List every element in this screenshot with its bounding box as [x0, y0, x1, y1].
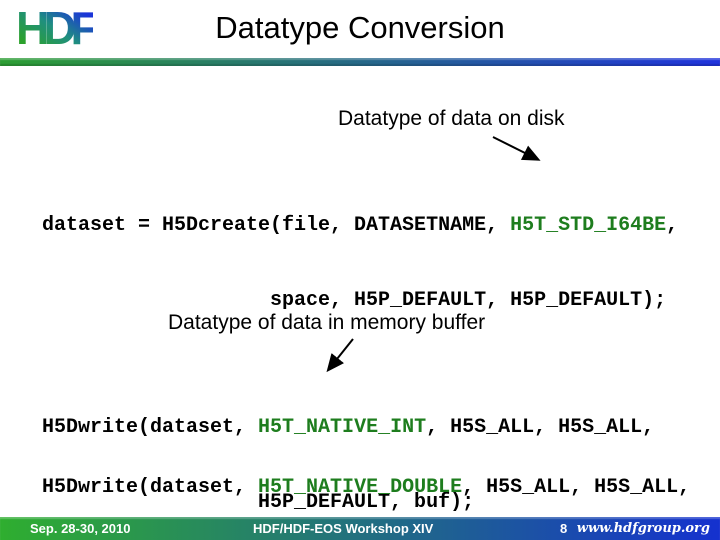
code-line: H5Dwrite(dataset, H5T_NATIVE_DOUBLE, H5S… — [42, 475, 690, 500]
code-keyword-h5t-std-i64be: H5T_STD_I64BE — [510, 214, 667, 237]
hdfgroup-wordmark: www.hdfgroup.org — [576, 521, 710, 536]
footer-page-number: 8 — [560, 521, 568, 536]
code-text: , — [666, 214, 679, 237]
page-title: Datatype Conversion — [215, 10, 505, 45]
code-text: H5Dwrite(dataset, — [42, 476, 259, 499]
code-h5dwrite-int: H5Dwrite(dataset, H5T_NATIVE_INT, H5S_AL… — [42, 365, 654, 540]
hdf-logo: HDF — [16, 2, 99, 54]
code-line: H5P_DEFAULT, buf); — [42, 491, 475, 514]
memory-heading: Datatype of data in memory buffer — [168, 311, 486, 334]
code-text: , H5S_ALL, H5S_ALL, — [462, 476, 691, 499]
code-keyword-h5t-native-double: H5T_NATIVE_DOUBLE — [258, 476, 463, 499]
disk-heading: Datatype of data on disk — [338, 107, 565, 130]
code-text: dataset = H5Dcreate(file, DATASETNAME, — [42, 214, 511, 237]
arrow-to-disk-datatype — [492, 136, 541, 161]
footer-bar: Sep. 28-30, 2010 HDF/HDF-EOS Workshop XI… — [0, 517, 720, 540]
title-divider-gradient — [0, 58, 720, 66]
footer-date: Sep. 28-30, 2010 — [30, 521, 131, 536]
code-line: H5Dwrite(dataset, H5T_NATIVE_INT, H5S_AL… — [42, 415, 654, 440]
code-h5dcreate: dataset = H5Dcreate(file, DATASETNAME, H… — [42, 163, 678, 363]
code-line: space, H5P_DEFAULT, H5P_DEFAULT); — [42, 289, 667, 312]
code-keyword-h5t-native-int: H5T_NATIVE_INT — [258, 416, 427, 439]
code-text: H5Dwrite(dataset, — [42, 416, 259, 439]
code-line: dataset = H5Dcreate(file, DATASETNAME, H… — [42, 213, 678, 238]
code-text: , H5S_ALL, H5S_ALL, — [426, 416, 655, 439]
code-h5dwrite-double: H5Dwrite(dataset, H5T_NATIVE_DOUBLE, H5S… — [42, 425, 690, 540]
footer-event-title: HDF/HDF-EOS Workshop XIV — [253, 521, 434, 536]
arrow-to-memory-datatype — [326, 338, 354, 373]
